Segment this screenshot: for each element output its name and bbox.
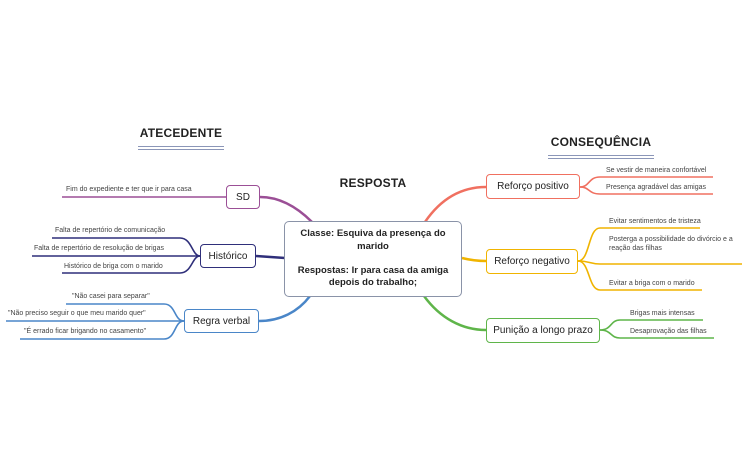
leaf-pu-2[interactable]: Desaprovação das filhas	[630, 328, 707, 335]
bracket-pu-2	[599, 329, 714, 339]
heading-antecedente: ATECEDENTE	[138, 126, 224, 150]
heading-antecedente-text: ATECEDENTE	[139, 126, 223, 140]
branch-node-regra-verbal[interactable]: Regra verbal	[184, 309, 259, 333]
connector-sd	[259, 195, 313, 223]
leaf-sd-1[interactable]: Fim do expediente e ter que ir para casa	[66, 186, 192, 193]
branch-label-historico: Histórico	[208, 250, 248, 262]
branch-node-punicao[interactable]: Punição a longo prazo	[486, 318, 600, 343]
bracket-rn-3	[577, 260, 702, 291]
branch-node-reforco-positivo[interactable]: Reforço positivo	[486, 174, 580, 199]
heading-consequencia-text: CONSEQUÊNCIA	[550, 135, 652, 149]
branch-node-historico[interactable]: Histórico	[200, 244, 256, 268]
connector-reforco-positivo	[423, 185, 487, 223]
leaf-rp-1[interactable]: Se vestir de maneira confortável	[606, 167, 707, 174]
heading-antecedente-rule	[138, 146, 224, 147]
bracket-rn-1	[577, 227, 700, 262]
connector-regra	[258, 295, 311, 323]
leaf-rn-1[interactable]: Evitar sentimentos de tristeza	[609, 218, 701, 225]
leaf-historico-2[interactable]: Falta de repertório de resolução de brig…	[34, 245, 164, 252]
leaf-rn-2[interactable]: Posterga a possibilidade do divórcio e a…	[609, 236, 733, 252]
branch-label-punicao: Punição a longo prazo	[493, 325, 593, 336]
leaf-regra-3[interactable]: "É errado ficar brigando no casamento"	[24, 328, 147, 335]
bracket-regra-3	[20, 320, 185, 340]
central-topic[interactable]: Classe: Esquiva da presença do marido Re…	[284, 221, 462, 297]
heading-resposta: RESPOSTA	[336, 176, 410, 190]
leaf-regra-1[interactable]: "Não casei para separar"	[72, 293, 150, 300]
branch-node-sd[interactable]: SD	[226, 185, 260, 209]
leaf-historico-1[interactable]: Falta de repertório de comunicação	[55, 227, 166, 234]
branch-label-reforco-positivo: Reforço positivo	[497, 181, 569, 192]
heading-consequencia: CONSEQUÊNCIA	[548, 135, 654, 159]
branch-label-regra-verbal: Regra verbal	[192, 315, 251, 327]
branch-node-reforco-negativo[interactable]: Reforço negativo	[486, 249, 578, 274]
bracket-rn-2	[577, 260, 742, 265]
connector-punicao	[422, 295, 487, 332]
connector-historico	[255, 254, 286, 260]
leaf-rp-2[interactable]: Presença agradável das amigas	[606, 184, 707, 191]
leaf-historico-3[interactable]: Histórico de briga com o marido	[64, 263, 163, 270]
central-topic-class: Classe: Esquiva da presença do marido	[300, 227, 446, 252]
connector-reforco-negativo	[461, 256, 487, 263]
heading-antecedente-rule2	[138, 149, 224, 150]
branch-label-reforco-negativo: Reforço negativo	[494, 256, 570, 267]
heading-consequencia-rule2	[548, 158, 654, 159]
branch-label-sd: SD	[236, 191, 250, 203]
leaf-rn-3[interactable]: Evitar a briga com o marido	[609, 280, 695, 287]
bracket-rp-2	[579, 186, 713, 195]
leaf-regra-2[interactable]: "Não preciso seguir o que meu marido que…	[8, 310, 146, 317]
heading-resposta-text: RESPOSTA	[339, 176, 407, 190]
bracket-historico-3	[62, 255, 201, 274]
heading-consequencia-rule	[548, 155, 654, 156]
leaf-pu-1[interactable]: Brigas mais intensas	[630, 310, 695, 317]
central-topic-responses: Respostas: Ir para casa da amiga depois …	[297, 264, 449, 289]
